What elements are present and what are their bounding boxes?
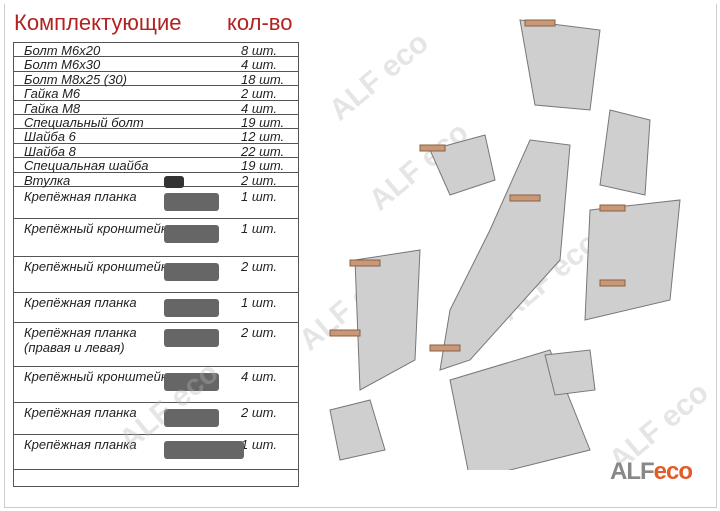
quantity-heading: кол-во: [227, 10, 293, 35]
table-row: Болт М8х25 (30) 18 шт.: [14, 71, 298, 87]
table-row: Специальная шайба 19 шт.: [14, 158, 298, 174]
bracket: [509, 194, 541, 202]
bracket: [349, 259, 381, 267]
part-quantity: 12 шт.: [241, 129, 285, 145]
page-frame: [4, 4, 717, 508]
part-name: Шайба 6: [24, 129, 76, 145]
part-quantity: 8 шт.: [241, 43, 277, 58]
part-image: [164, 409, 219, 427]
part-name: Болт М6х20: [24, 43, 101, 58]
table-row: Шайба 6 12 шт.: [14, 129, 298, 145]
part-name: Крепёжный кронштейн: [24, 259, 168, 274]
part-name: Болт М8х25 (30): [24, 71, 127, 87]
part-quantity: 2 шт.: [241, 259, 277, 274]
table-row: Крепёжная планка 1 шт.: [14, 187, 298, 219]
exploded-assembly-diagram: [329, 19, 681, 470]
table-row: Втулка 2 шт.: [14, 172, 298, 188]
part-name: Втулка: [24, 172, 71, 188]
table-row: Крепёжная планка 1 шт.: [14, 435, 298, 470]
table-row: Болт М6х20 8 шт.: [14, 43, 298, 58]
part-name: Крепёжный кронштейн: [24, 221, 168, 236]
part-quantity: 2 шт.: [241, 325, 277, 340]
part-name: Гайка М6: [24, 86, 81, 102]
bracket: [524, 19, 556, 27]
table-row: Крепёжный кронштейн 1 шт.: [14, 219, 298, 257]
part-name: Специальная шайба: [24, 158, 149, 174]
table-row: Крепёжная планка 1 шт.: [14, 293, 298, 323]
part-image: [164, 329, 219, 347]
part-quantity: 1 шт.: [241, 437, 277, 452]
skid-plate-left: [354, 249, 421, 391]
table-row: Гайка М6 2 шт.: [14, 86, 298, 102]
part-image: [164, 373, 219, 391]
logo-eco: eco: [653, 458, 693, 485]
table-row: Крепёжная планка 2 шт.: [14, 403, 298, 435]
part-quantity: 19 шт.: [241, 158, 285, 174]
skid-plate-right: [584, 199, 681, 321]
bracket: [329, 329, 361, 337]
part-quantity: 18 шт.: [241, 71, 285, 87]
bracket: [599, 279, 626, 287]
part-quantity: 1 шт.: [241, 221, 277, 236]
part-image: [164, 193, 219, 211]
table-row: Гайка М8 4 шт.: [14, 100, 298, 116]
table-row: Шайба 8 22 шт.: [14, 143, 298, 159]
part-name: Крепёжная планка: [24, 295, 137, 310]
bracket: [429, 344, 461, 352]
part-name: Гайка М8: [24, 100, 81, 116]
part-name: Специальный болт: [24, 115, 144, 130]
part-name: Крепёжный кронштейн: [24, 369, 168, 384]
skid-plate-top: [519, 19, 601, 111]
part-quantity: 4 шт.: [241, 100, 277, 116]
part-name: Болт М6х30: [24, 57, 101, 73]
table-row: Крепёжная планка (правая и левая) 2 шт.: [14, 323, 298, 367]
skid-plate-side-left-upper: [429, 134, 496, 196]
part-quantity: 1 шт.: [241, 295, 277, 310]
part-name: Шайба 8: [24, 143, 76, 159]
bracket: [599, 204, 626, 212]
part-quantity: 22 шт.: [241, 143, 285, 159]
part-name: Крепёжная планка (правая и левая): [24, 325, 137, 355]
part-image: [164, 263, 219, 281]
page-title: Комплектующие: [14, 10, 182, 35]
part-quantity: 1 шт.: [241, 189, 277, 204]
part-image: [164, 299, 219, 317]
part-image: [164, 175, 184, 188]
part-image: [164, 441, 244, 459]
table-row: Болт М6х30 4 шт.: [14, 57, 298, 73]
part-quantity: 2 шт.: [241, 405, 277, 420]
table-row: Крепёжный кронштейн 2 шт.: [14, 257, 298, 293]
part-quantity: 19 шт.: [241, 115, 285, 130]
part-quantity: 2 шт.: [241, 86, 277, 102]
skid-plate-small-right: [544, 349, 596, 396]
part-name: Крепёжная планка: [24, 437, 137, 452]
part-name: Крепёжная планка: [24, 189, 137, 204]
skid-plate-small-left: [329, 399, 386, 461]
skid-plate-side-right-upper: [599, 109, 651, 196]
part-name: Крепёжная планка: [24, 405, 137, 420]
part-quantity: 4 шт.: [241, 369, 277, 384]
part-quantity: 4 шт.: [241, 57, 277, 73]
logo-alf: ALF: [610, 458, 655, 485]
table-row: Специальный болт 19 шт.: [14, 115, 298, 130]
part-quantity: 2 шт.: [241, 172, 277, 188]
table-row: Крепёжный кронштейн 4 шт.: [14, 367, 298, 403]
part-image: [164, 225, 219, 243]
bracket: [419, 144, 446, 152]
brand-logo: ALFeco: [610, 458, 693, 486]
